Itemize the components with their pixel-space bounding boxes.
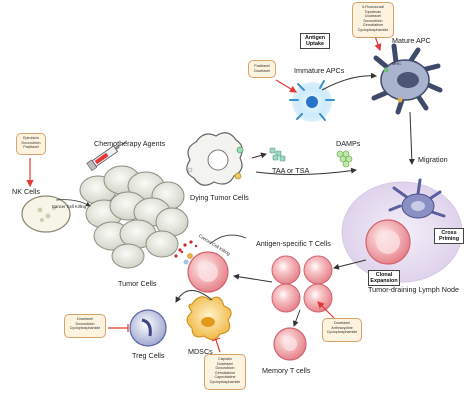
label-dying-tumor-cells: Dying Tumor Cells: [190, 193, 249, 202]
drug-box-immature-apc: Paclitaxel Docetaxel: [248, 60, 276, 78]
inhibition-lines: [108, 324, 221, 353]
label-nk-cancer-cell-killing: Cancer Cell Killing: [52, 204, 87, 209]
label-chemotherapy-agents: Chemotherapy Agents: [94, 139, 166, 148]
cross-priming-box: Cross Priming: [434, 228, 464, 244]
label-antigen-specific-t-cells: Antigen-specific T Cells: [256, 239, 331, 248]
dying-tumor-cell: [186, 132, 244, 186]
lymph-node-dendritic-cell: [388, 178, 446, 219]
clonal-expansion-box: Clonal Expansion: [368, 270, 400, 286]
nk-killing-arrow: [55, 199, 91, 207]
immature-apc-cell: [289, 80, 335, 122]
drug-box-nk: Epirubicin Doxorubicin Paclitaxel: [16, 133, 46, 155]
nk-cell: [21, 195, 71, 233]
label-migration: Migration: [418, 155, 448, 164]
t-cell-killing-arrow: [209, 234, 247, 245]
drug-box-mature-apc: 5-Fluorouracil Topotecan Docetaxel Doxor…: [352, 2, 394, 38]
granule-dots: [174, 240, 198, 258]
label-immature-apcs: Immature APCs: [294, 66, 345, 75]
damps-molecules: [336, 150, 353, 168]
treg-cell: [129, 309, 167, 347]
antigen-specific-t-cells-group: [271, 255, 333, 313]
flow-arrows: [175, 72, 415, 327]
drug-box-mdsc: Cisplatin Docetaxel Doxorubicin Gemcitab…: [204, 354, 246, 390]
label-lymph-node: Tumor-draining Lymph Node: [368, 285, 459, 294]
mdsc-cell: [186, 296, 232, 340]
label-mdscs: MDSCs: [188, 347, 213, 356]
drug-box-treg: Docetaxel Doxorubicin Cyclophosphamide: [64, 314, 106, 338]
mature-apc-cell: [371, 43, 443, 115]
drug-box-memory-t: Docetaxel Anthracycline Cyclophosphamide: [322, 318, 362, 342]
memory-t-cell: [273, 327, 307, 361]
label-nk-cells: NK Cells: [12, 187, 40, 196]
tumor-site-t-cell: [183, 251, 229, 293]
label-treg-cells: Treg Cells: [132, 351, 165, 360]
antigen-uptake-box: Antigen Uptake: [300, 33, 330, 49]
label-mhc: MHC: [392, 61, 402, 66]
tumor-cells-cluster: [79, 165, 189, 269]
syringe-icon: [86, 140, 128, 172]
label-damps: DAMPs: [336, 139, 361, 148]
taa-tsa-molecules: [269, 147, 286, 162]
label-taa-tsa: TAA or TSA: [272, 166, 310, 175]
label-memory-t-cells: Memory T cells: [262, 366, 311, 375]
label-tumor-cells: Tumor Cells: [118, 279, 157, 288]
label-mature-apc: Mature APC: [392, 36, 431, 45]
